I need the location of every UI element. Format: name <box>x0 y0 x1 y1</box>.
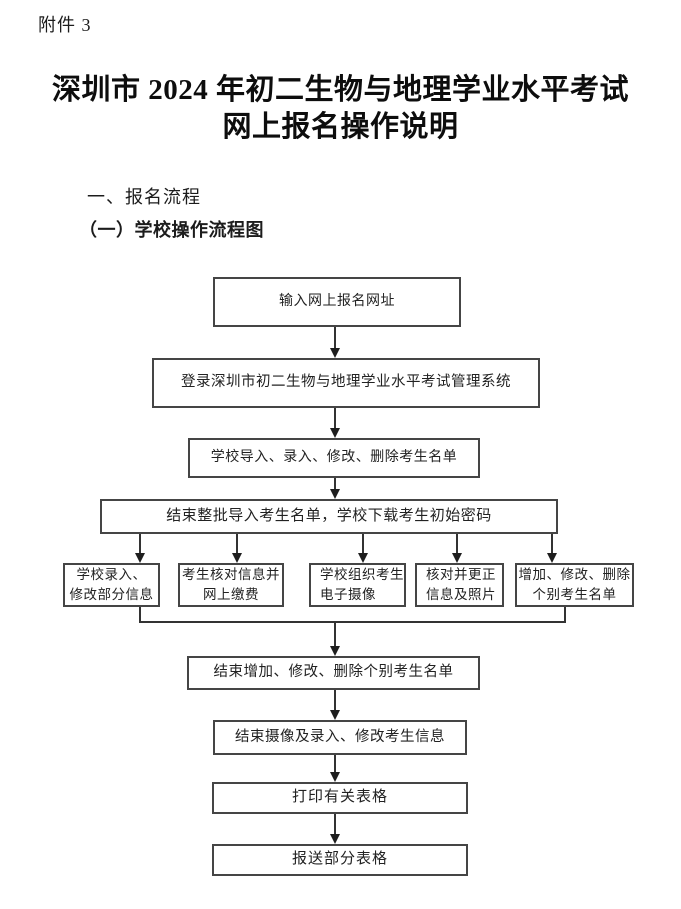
connector-line <box>139 607 141 622</box>
arrow-down-icon <box>134 534 145 563</box>
arrow-down-icon <box>329 408 340 438</box>
flow-box-submit-forms: 报送部分表格 <box>212 844 468 876</box>
flow-box-finish-photo-entry: 结束摄像及录入、修改考生信息 <box>213 720 467 755</box>
connector-line <box>139 621 566 623</box>
flow-box-school-edit-info: 学校录入、 修改部分信息 <box>63 563 160 607</box>
arrow-down-icon <box>357 534 368 563</box>
flow-box-school-manage-list: 学校导入、录入、修改、删除考生名单 <box>188 438 480 478</box>
flow-box-verify-correct-photo: 核对并更正 信息及照片 <box>415 563 504 607</box>
arrow-down-icon <box>329 478 340 499</box>
section-heading: 一、报名流程 <box>87 187 201 207</box>
flow-box-school-photo: 学校组织考生 电子摄像 <box>309 563 406 607</box>
flow-box-student-verify-pay: 考生核对信息并 网上缴费 <box>178 563 284 607</box>
arrow-down-icon <box>329 690 340 720</box>
title-line-1: 深圳市 2024 年初二生物与地理学业水平考试 <box>51 74 629 106</box>
arrow-down-icon <box>329 814 340 844</box>
arrow-down-icon <box>546 534 557 563</box>
flow-box-finish-individual-changes: 结束增加、修改、删除个别考生名单 <box>187 656 480 690</box>
arrow-down-icon <box>231 534 242 563</box>
flow-box-finish-batch-import: 结束整批导入考生名单，学校下载考生初始密码 <box>100 499 558 534</box>
document-title: 深圳市 2024 年初二生物与地理学业水平考试 网上报名操作说明 <box>0 72 681 146</box>
attachment-label: 附件 3 <box>38 15 92 35</box>
connector-line <box>564 607 566 622</box>
title-line-2: 网上报名操作说明 <box>222 111 459 143</box>
arrow-down-icon <box>329 755 340 782</box>
subsection-heading: （一）学校操作流程图 <box>79 220 264 240</box>
flow-box-print-forms: 打印有关表格 <box>212 782 468 814</box>
arrow-down-icon <box>451 534 462 563</box>
flow-box-enter-url: 输入网上报名网址 <box>213 277 461 327</box>
arrow-down-icon <box>329 622 340 656</box>
arrow-down-icon <box>329 327 340 358</box>
flow-box-add-modify-delete: 增加、修改、删除 个别考生名单 <box>515 563 634 607</box>
flow-box-login-system: 登录深圳市初二生物与地理学业水平考试管理系统 <box>152 358 540 408</box>
